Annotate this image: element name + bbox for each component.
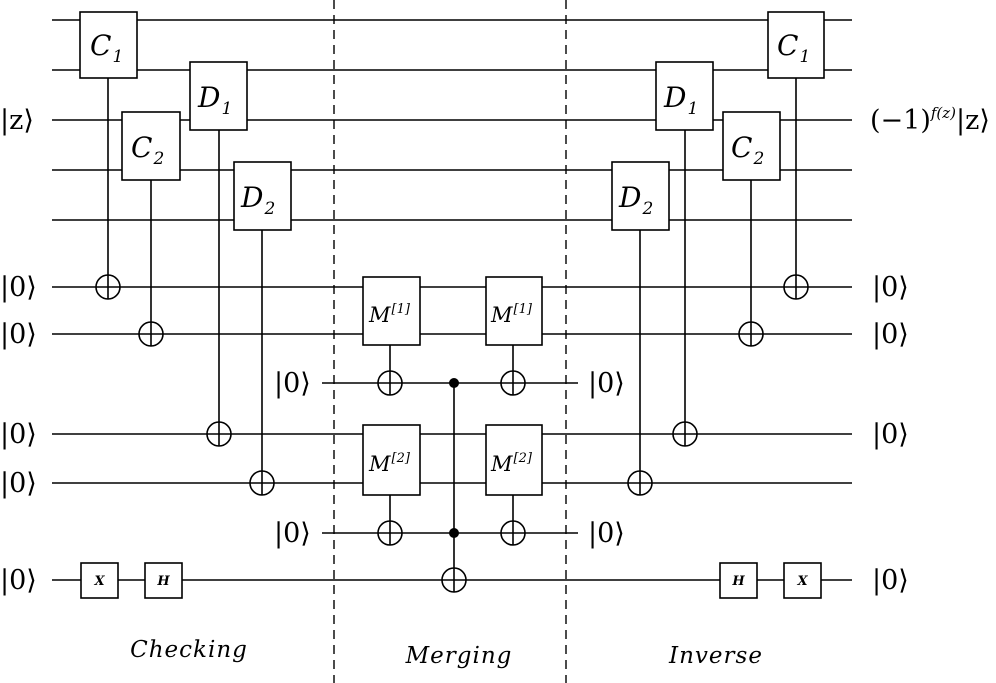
- merge-input-label-1: |0⟩: [274, 368, 311, 399]
- gate-d1-left: D1: [189, 61, 248, 131]
- output-label-ancilla-2: |0⟩: [872, 319, 909, 350]
- output-label-ancilla-3: |0⟩: [872, 419, 909, 450]
- merge-output-label-1: |0⟩: [588, 368, 625, 399]
- section-label-merging: Merging: [405, 643, 513, 669]
- output-label-ancilla-5: |0⟩: [872, 565, 909, 596]
- input-label-ancilla-1: |0⟩: [0, 272, 37, 303]
- merge-input-label-2: |0⟩: [274, 518, 311, 549]
- target-d1-left: [206, 421, 232, 447]
- toffoli-control-dot-1: [449, 378, 459, 388]
- svg-text:C1: C1: [777, 29, 810, 67]
- gate-c1-right: C1: [767, 11, 825, 79]
- target-c2-left: [138, 321, 164, 347]
- gate-c2-left: C2: [121, 111, 181, 181]
- target-d1-right: [672, 421, 698, 447]
- target-d2-right: [627, 470, 653, 496]
- target-c2-right: [738, 321, 764, 347]
- merge-output-label-2: |0⟩: [588, 518, 625, 549]
- wires: [52, 19, 852, 581]
- target-c1-left: [95, 274, 121, 300]
- svg-text:M[2]: M[2]: [490, 451, 533, 476]
- target-m2-left: [377, 520, 403, 546]
- svg-text:X: X: [93, 574, 105, 589]
- input-label-ancilla-3: |0⟩: [0, 419, 37, 450]
- svg-text:C2: C2: [731, 131, 764, 169]
- gate-m1-left: M[1]: [362, 276, 421, 346]
- gate-x-left: X: [80, 562, 119, 599]
- section-label-inverse: Inverse: [668, 643, 763, 669]
- gate-c2-right: C2: [722, 111, 781, 181]
- output-label-ancilla-1: |0⟩: [872, 272, 909, 303]
- gate-d1-right: D1: [655, 61, 714, 131]
- svg-text:M[1]: M[1]: [490, 302, 533, 327]
- output-label-z: (−1)f(z)|z⟩: [870, 104, 990, 136]
- svg-text:M[1]: M[1]: [368, 302, 411, 327]
- input-label-ancilla-4: |0⟩: [0, 468, 37, 499]
- gate-d2-right: D2: [611, 161, 670, 231]
- svg-text:X: X: [796, 574, 808, 589]
- svg-text:D1: D1: [663, 81, 698, 119]
- svg-text:M[2]: M[2]: [368, 451, 411, 476]
- svg-text:C2: C2: [131, 131, 164, 169]
- gate-m2-right: M[2]: [485, 424, 543, 496]
- target-m1-right: [500, 370, 526, 396]
- svg-text:D2: D2: [240, 181, 275, 219]
- svg-text:D1: D1: [197, 81, 232, 119]
- input-label-ancilla-5: |0⟩: [0, 565, 37, 596]
- gate-m2-left: M[2]: [362, 424, 421, 496]
- svg-text:H: H: [156, 574, 170, 589]
- gate-d2-left: D2: [233, 161, 292, 231]
- target-m2-right: [500, 520, 526, 546]
- toffoli-control-dot-2: [449, 528, 459, 538]
- gate-x-right: X: [783, 562, 822, 599]
- target-c1-right: [783, 274, 809, 300]
- svg-text:C1: C1: [90, 29, 123, 67]
- gate-h-right: H: [719, 562, 758, 599]
- input-label-z: |z⟩: [0, 105, 34, 136]
- target-toffoli: [441, 567, 467, 593]
- gate-h-left: H: [144, 562, 183, 599]
- targets: [95, 274, 809, 593]
- section-label-checking: Checking: [130, 637, 248, 663]
- gate-m1-right: M[1]: [485, 276, 543, 346]
- target-m1-left: [377, 370, 403, 396]
- gate-c1-left: C1: [79, 11, 138, 79]
- svg-text:D2: D2: [618, 181, 653, 219]
- target-d2-left: [249, 470, 275, 496]
- control-lines: [107, 78, 797, 580]
- svg-text:H: H: [731, 574, 745, 589]
- input-label-ancilla-2: |0⟩: [0, 319, 37, 350]
